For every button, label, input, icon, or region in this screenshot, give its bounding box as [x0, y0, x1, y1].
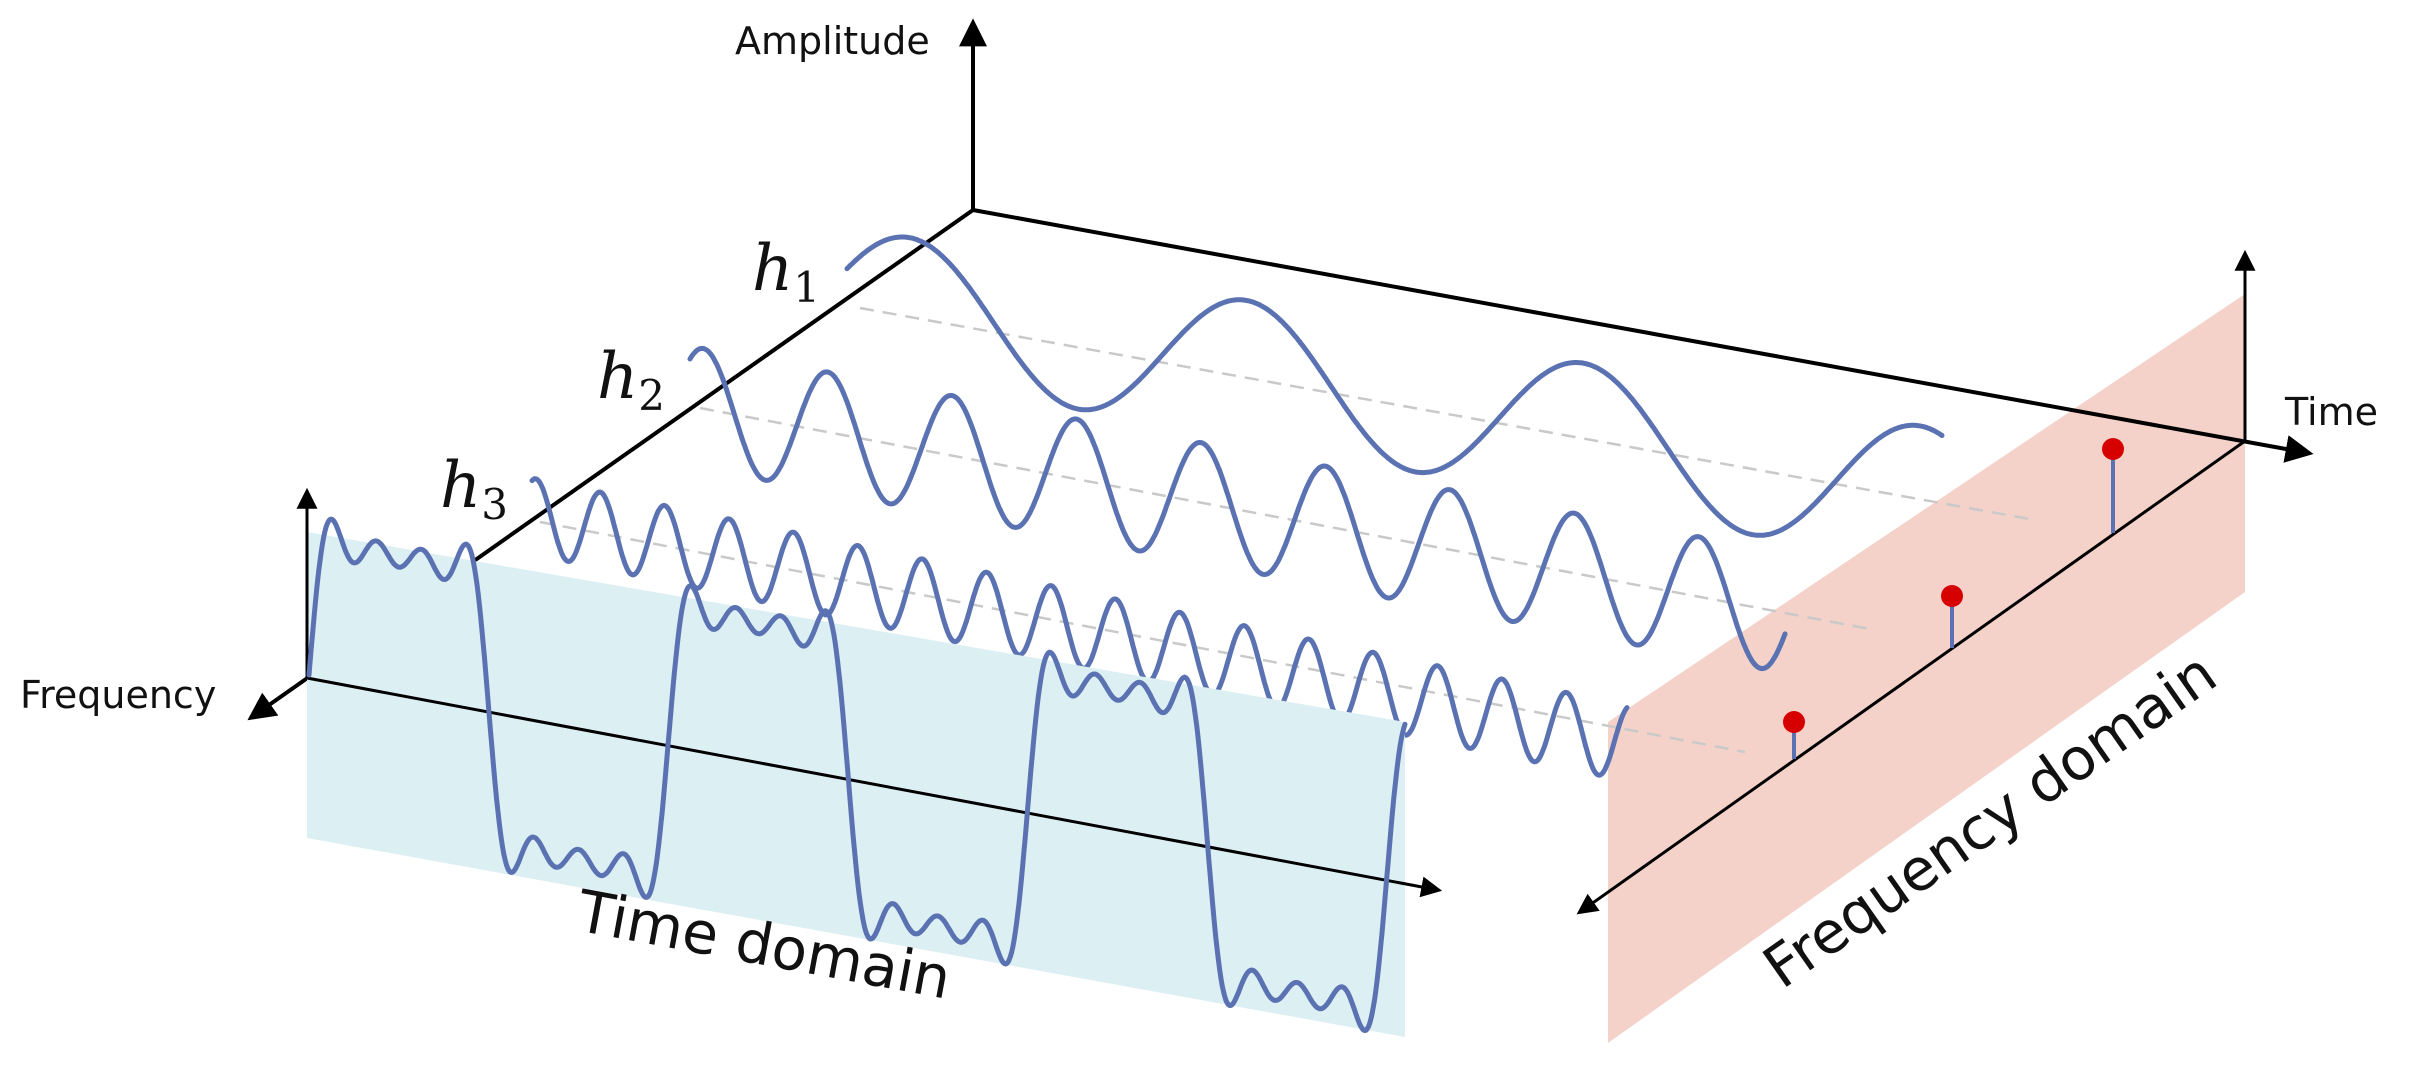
time-domain-panel	[307, 532, 1405, 1037]
time-domain-time-axis	[306, 676, 1443, 898]
harmonic-wave-h3	[529, 476, 1630, 778]
harmonic-guide-lines	[539, 306, 2036, 754]
guide-line-h1	[859, 306, 2036, 522]
stem-dot-h1	[2102, 438, 2124, 460]
guide-line-h3	[539, 520, 1746, 754]
frequency-domain-frequency-axis	[1576, 439, 2246, 915]
time-axis	[972, 208, 2314, 463]
frequency-domain-panel	[1608, 294, 2245, 1043]
guide-line-h2	[699, 406, 1876, 632]
spectrum-stems	[1783, 438, 2124, 759]
stem-dot-h2	[1941, 585, 1963, 607]
harmonic-label-h1: h1	[752, 232, 820, 312]
harmonic-label-h3: h3	[440, 449, 508, 529]
frequency-axis-label: Frequency	[20, 673, 216, 717]
amplitude-axis-label: Amplitude	[735, 19, 930, 63]
time-domain-signal	[306, 516, 1408, 1034]
harmonic-wave-h1	[844, 234, 1945, 538]
harmonic-wave-h2	[687, 345, 1788, 672]
harmonic-label-h2: h2	[597, 340, 665, 420]
time-axis-label: Time	[2284, 390, 2378, 434]
stem-dot-h3	[1783, 711, 1805, 733]
